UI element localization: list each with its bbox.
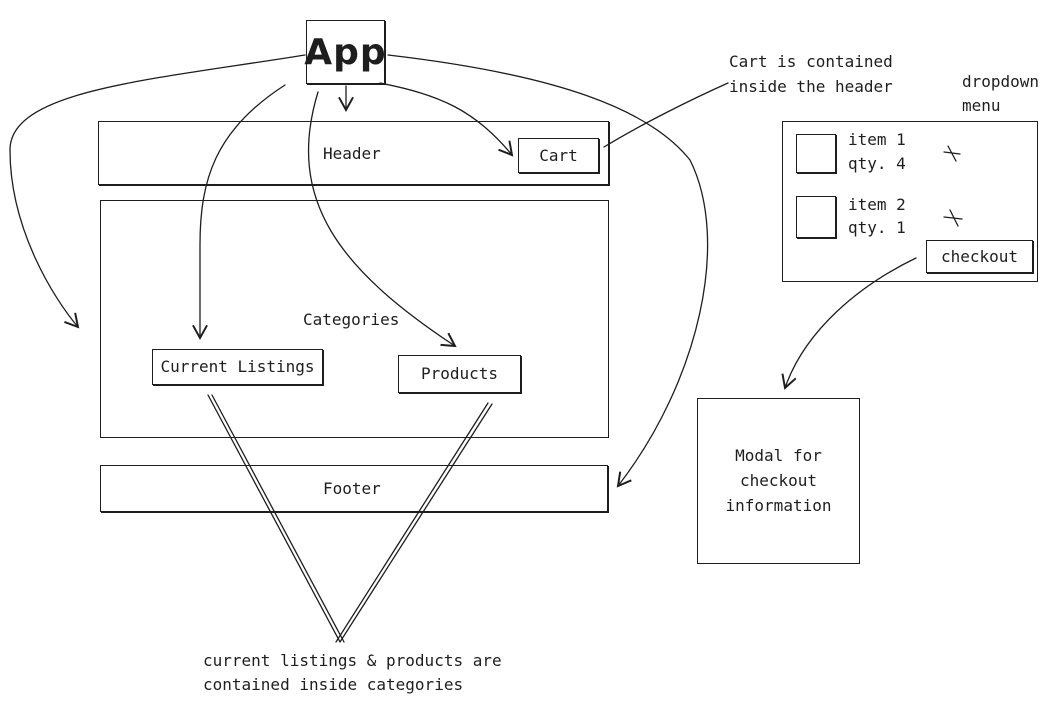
products-label: Products	[420, 364, 499, 383]
cart-node: Cart	[518, 138, 599, 173]
categories-note-line-2: contained inside categories	[203, 675, 464, 694]
modal-line-1: Modal for	[735, 446, 822, 465]
arrow-app-to-cart	[379, 82, 514, 157]
item-2-name: item 2	[848, 195, 906, 214]
pointer-cart-note	[603, 82, 729, 148]
arrow-app-to-footer	[387, 54, 709, 488]
item-2-thumbnail	[796, 196, 836, 238]
header-label: Header	[323, 144, 381, 163]
app-label: App	[304, 31, 387, 73]
categories-note-line-1: current listings & products are	[203, 651, 502, 670]
arrow-app-to-left	[9, 54, 306, 329]
categories-node	[100, 200, 609, 438]
current-listings-node: Current Listings	[152, 349, 323, 385]
footer-label: Footer	[323, 479, 381, 498]
arrow-checkout-to-modal	[781, 257, 917, 390]
categories-label: Categories	[303, 310, 400, 329]
current-listings-label: Current Listings	[160, 357, 315, 376]
checkout-node: checkout	[926, 240, 1033, 273]
line-products-to-note	[339, 403, 493, 643]
item-2-qty: qty. 1	[848, 218, 906, 237]
products-node: Products	[398, 355, 521, 393]
modal-line-3: information	[725, 496, 832, 515]
footer-node	[100, 465, 608, 512]
remove-item-2-mark	[943, 209, 963, 227]
checkout-label: checkout	[940, 246, 1019, 266]
cart-note-line-2: inside the header	[729, 77, 893, 96]
arrow-app-to-products	[307, 91, 457, 348]
header-node	[98, 121, 609, 185]
modal-line-2: checkout	[739, 471, 818, 490]
cart-label: Cart	[539, 145, 578, 165]
app-node: App	[304, 20, 387, 84]
item-1-qty: qty. 4	[848, 154, 906, 173]
item-1-thumbnail	[796, 134, 836, 173]
dropdown-label-line-1: dropdown	[962, 72, 1040, 91]
dropdown-label-line-2: menu	[962, 96, 1001, 115]
remove-item-1-mark	[943, 145, 961, 162]
cart-note-line-1: Cart is contained	[729, 52, 893, 71]
arrow-app-to-current-listings	[192, 84, 286, 341]
line-current-listings-to-note	[207, 394, 341, 643]
dropdown-menu	[782, 121, 1038, 282]
item-1-name: item 1	[848, 130, 906, 149]
checkout-modal-node: Modal for checkout information	[697, 398, 860, 564]
